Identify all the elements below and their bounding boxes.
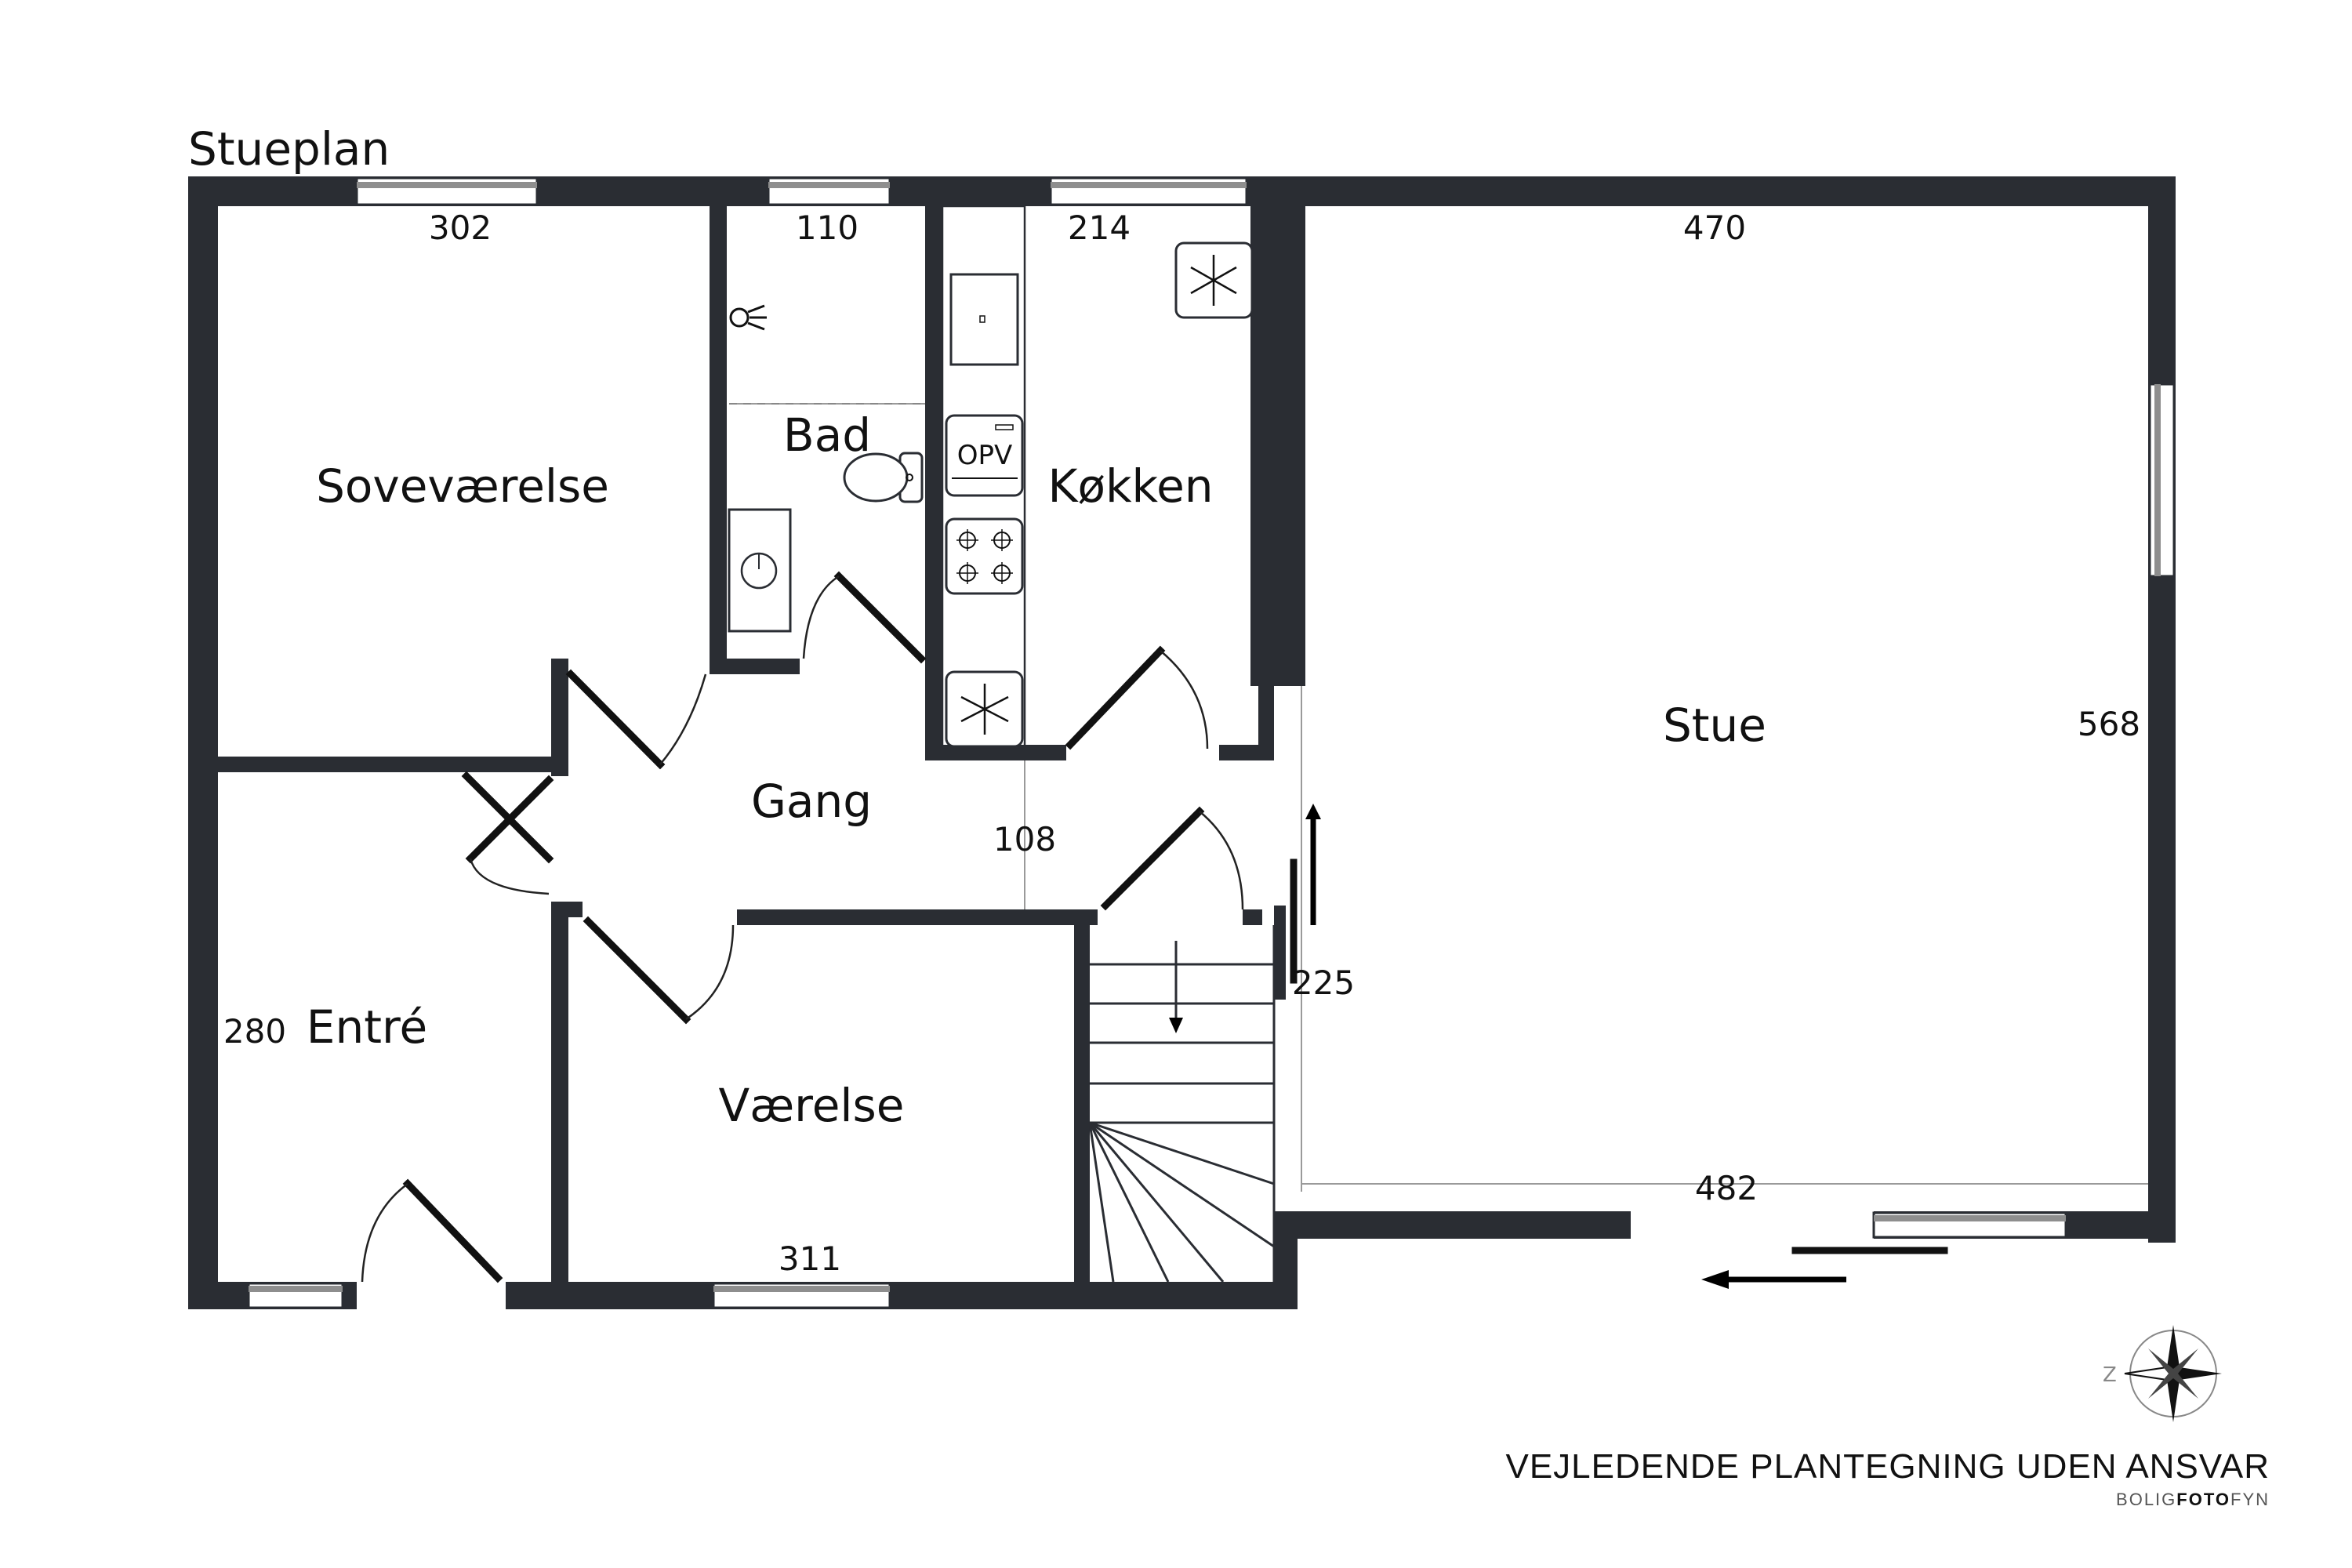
room-label-stue: Stue — [1663, 699, 1766, 752]
sink-icon — [728, 508, 792, 633]
arrows — [1169, 804, 1846, 1289]
plan-title: Stueplan — [188, 122, 390, 176]
room-label-bad: Bad — [783, 408, 871, 462]
shower-icon — [729, 307, 750, 328]
dimension-labels: 302 110 214 470 568 108 225 280 482 311 — [223, 209, 2140, 1278]
dim-entre: 280 — [223, 1012, 286, 1051]
compass-north-letter: Z — [2103, 1363, 2117, 1387]
dim-stue-top: 470 — [1683, 209, 1746, 247]
dim-stair-opening: 225 — [1292, 964, 1355, 1002]
dim-gang: 108 — [993, 820, 1056, 858]
room-label-sovevaerelse: Soveværelse — [316, 459, 609, 513]
dim-stue-bottom: 482 — [1695, 1169, 1758, 1207]
room-label-vaerelse: Værelse — [719, 1079, 905, 1132]
oven-label: OPV — [957, 440, 1013, 471]
fridge-icon — [1174, 241, 1254, 319]
bathroom-fixtures — [728, 304, 925, 633]
oven-icon: OPV — [945, 414, 1024, 497]
walls — [188, 176, 2176, 1309]
kitchen-fixtures: OPV — [941, 205, 1254, 749]
dim-bad: 110 — [796, 209, 858, 247]
dim-vaerelse: 311 — [779, 1240, 841, 1278]
brand-logo: BOLIGFOTOFYN — [2116, 1490, 2270, 1509]
dim-stue-height: 568 — [2078, 705, 2140, 743]
stove-icon — [945, 517, 1024, 595]
dim-kokken: 214 — [1068, 209, 1131, 247]
room-label-gang: Gang — [751, 775, 872, 828]
staircase — [1088, 925, 1276, 1283]
room-label-entre: Entré — [307, 1000, 427, 1054]
room-labels: Soveværelse Bad Køkken Stue Gang Entré V… — [307, 408, 1766, 1132]
windows — [247, 176, 2176, 1309]
compass-icon: Z — [2103, 1325, 2222, 1422]
freezer-icon — [945, 670, 1024, 748]
toilet-icon — [843, 452, 924, 503]
dim-sovevaerelse: 302 — [429, 209, 492, 247]
room-label-kokken: Køkken — [1047, 459, 1213, 513]
disclaimer-text: VEJLEDENDE PLANTEGNING UDEN ANSVAR — [1505, 1447, 2270, 1486]
doors — [361, 571, 1948, 1283]
